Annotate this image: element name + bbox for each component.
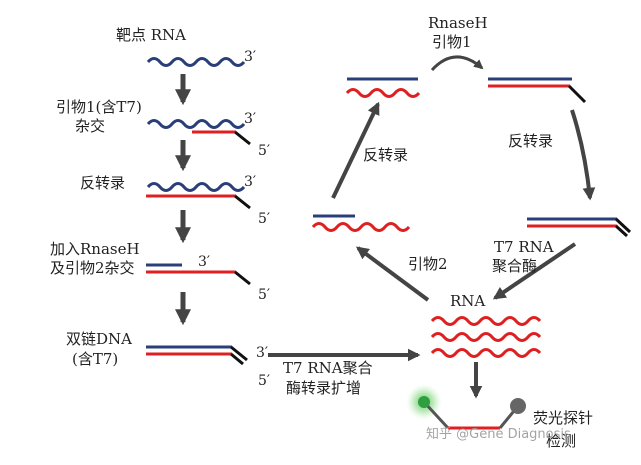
t7-tail-2 xyxy=(234,130,251,146)
label-rna: RNA xyxy=(450,292,486,310)
label-t7-amp-1: T7 RNA聚合 xyxy=(283,359,373,377)
label-primer1-hyb-2: 杂交 xyxy=(75,117,106,135)
label-add-rnaseh-2: 及引物2杂交 xyxy=(50,259,135,277)
rna-product-wave-3 xyxy=(430,348,542,358)
cycle-lb-red-wave xyxy=(311,222,411,232)
label-cycle-rt-right: 反转录 xyxy=(508,132,554,150)
cycle-arrow-right-down xyxy=(570,109,596,201)
label-primer1-hyb-1: 引物1(含T7) xyxy=(56,98,142,116)
label-probe-1: 荧光探针 xyxy=(533,409,594,427)
label-dsdna-1: 双链DNA xyxy=(66,330,132,348)
rna-wave-3 xyxy=(146,182,246,192)
dsdna-t7-top xyxy=(230,345,248,362)
label-rnaseh: RnaseH xyxy=(428,14,488,32)
rnaseh-curved-arrow xyxy=(430,55,484,72)
label-probe-2: 检测 xyxy=(546,432,577,450)
five-prime-2: 5′ xyxy=(258,143,271,159)
label-dsdna-2: (含T7) xyxy=(72,350,119,368)
cycle-r-t7-a xyxy=(614,217,632,234)
dsdna-t7-bottom xyxy=(230,352,244,366)
label-primer2: 引物2 xyxy=(408,255,448,273)
five-prime-3: 5′ xyxy=(258,211,271,227)
label-t7-rna-2: 聚合酶 xyxy=(492,257,538,275)
rna-product-wave-1 xyxy=(430,316,542,326)
label-t7-rna-1: T7 RNA xyxy=(494,238,554,256)
target-rna-wave xyxy=(146,57,246,67)
label-cycle-rt-left: 反转录 xyxy=(363,146,409,164)
three-prime-3: 3′ xyxy=(244,174,257,190)
rna-product-wave-2 xyxy=(430,332,542,342)
cycle-r-t7-b xyxy=(614,224,629,238)
three-prime-4: 3′ xyxy=(198,254,211,270)
cycle-tr-t7-tail xyxy=(567,84,587,104)
cycle-arrow-left-up xyxy=(331,101,380,199)
label-t7-amp-2: 酶转录扩增 xyxy=(286,379,362,397)
cycle-arrow-to-rna xyxy=(492,242,577,300)
quencher-dot xyxy=(510,398,526,414)
label-add-rnaseh-1: 加入RnaseH xyxy=(50,240,140,258)
t7-tail-4 xyxy=(234,270,251,286)
rna-wave-2 xyxy=(146,119,246,129)
cycle-arrow-primer2 xyxy=(355,246,430,302)
watermark: 知乎 @Gene Diagnosis xyxy=(426,427,571,442)
three-prime-1: 3′ xyxy=(244,49,257,65)
label-reverse-transcription: 反转录 xyxy=(80,174,126,192)
fluorophore-dot xyxy=(418,396,430,408)
cycle-tl-red-wave xyxy=(345,88,421,98)
t7-tail-3 xyxy=(234,194,251,210)
three-prime-2: 3′ xyxy=(244,111,257,127)
five-prime-5: 5′ xyxy=(258,373,271,389)
label-rnaseh-primer1: 引物1 xyxy=(432,33,472,51)
five-prime-4: 5′ xyxy=(258,287,271,303)
three-prime-5: 3′ xyxy=(256,345,269,361)
label-target-rna: 靶点 RNA xyxy=(116,26,187,44)
